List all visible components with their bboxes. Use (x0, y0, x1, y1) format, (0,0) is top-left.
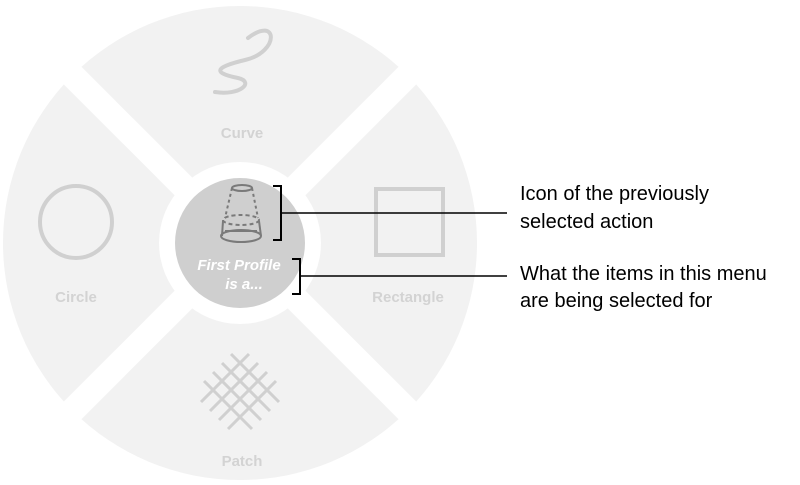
loft-icon (220, 184, 262, 243)
menu-item-label: Circle (55, 289, 97, 306)
center-label-line1: First Profile (197, 257, 280, 274)
menu-item-circle[interactable]: Circle (38, 184, 114, 306)
menu-item-label: Patch (222, 453, 263, 470)
center-label-line2: is a... (225, 276, 263, 293)
menu-item-label: Curve (221, 125, 264, 142)
center-disc (175, 178, 305, 308)
menu-item-patch[interactable]: Patch (199, 352, 281, 470)
circle-icon (38, 184, 114, 260)
curve-icon (213, 28, 273, 95)
callout-purpose: What the items in this menu are being se… (292, 258, 767, 312)
menu-item-label: Rectangle (372, 289, 444, 306)
callout-text-line2: are being selected for (520, 290, 713, 312)
center-button[interactable]: First Profile is a... (175, 178, 305, 308)
callout-icon: Icon of the previously selected action (273, 183, 709, 241)
callout-text-line1: Icon of the previously (520, 183, 709, 205)
callout-text-line2: selected action (520, 211, 653, 233)
menu-item-rectangle[interactable]: Rectangle (372, 187, 445, 306)
menu-item-curve[interactable]: Curve (213, 28, 273, 142)
callout-text-line1: What the items in this menu (520, 263, 767, 285)
patch-icon (199, 352, 281, 431)
rectangle-icon (374, 187, 445, 257)
